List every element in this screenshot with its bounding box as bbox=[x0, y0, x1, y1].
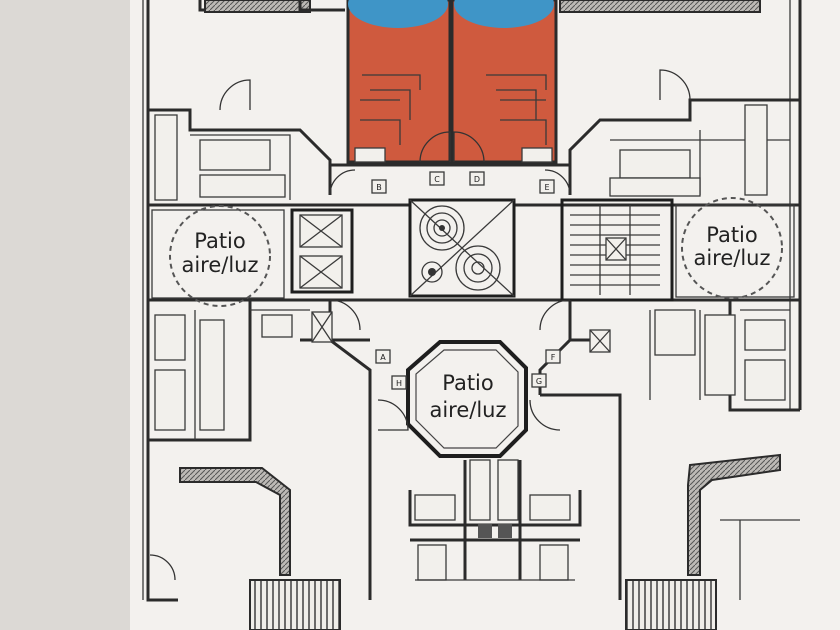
unit-tags: B C D E A H F G bbox=[371, 171, 561, 390]
top-right-unit bbox=[544, 0, 800, 197]
red-unit-right bbox=[450, 0, 558, 164]
patio-center: Patio aire/luz bbox=[406, 340, 528, 458]
tag-h: H bbox=[396, 379, 402, 388]
elevators-left bbox=[290, 208, 354, 294]
central-hall bbox=[330, 131, 570, 167]
lower-center-units bbox=[408, 459, 582, 581]
patio-left-line2: aire/luz bbox=[181, 253, 258, 277]
blue-pool-right bbox=[454, 0, 554, 28]
top-left-unit bbox=[148, 0, 356, 201]
patio-right: Patio aire/luz bbox=[675, 197, 795, 299]
paper-left-margin bbox=[0, 0, 130, 630]
patio-center-line2: aire/luz bbox=[429, 398, 506, 422]
lower-right-unit bbox=[540, 300, 800, 630]
blue-pool-left bbox=[348, 0, 448, 28]
tag-b: B bbox=[376, 183, 382, 192]
tag-d: D bbox=[474, 175, 480, 184]
tag-c: C bbox=[434, 175, 440, 184]
tag-a: A bbox=[380, 353, 386, 362]
patio-right-line1: Patio bbox=[706, 223, 758, 247]
patio-center-line1: Patio bbox=[442, 371, 494, 395]
lower-left-unit bbox=[148, 300, 372, 630]
patio-left-line1: Patio bbox=[194, 229, 246, 253]
patio-left: Patio aire/luz bbox=[151, 205, 285, 307]
stairs-right bbox=[560, 198, 674, 302]
top-red-units bbox=[346, 0, 558, 164]
tag-e: E bbox=[544, 183, 549, 192]
stairwell-center bbox=[408, 198, 516, 298]
tag-g: G bbox=[536, 377, 542, 386]
patio-right-line2: aire/luz bbox=[693, 246, 770, 270]
tag-f: F bbox=[551, 353, 556, 362]
